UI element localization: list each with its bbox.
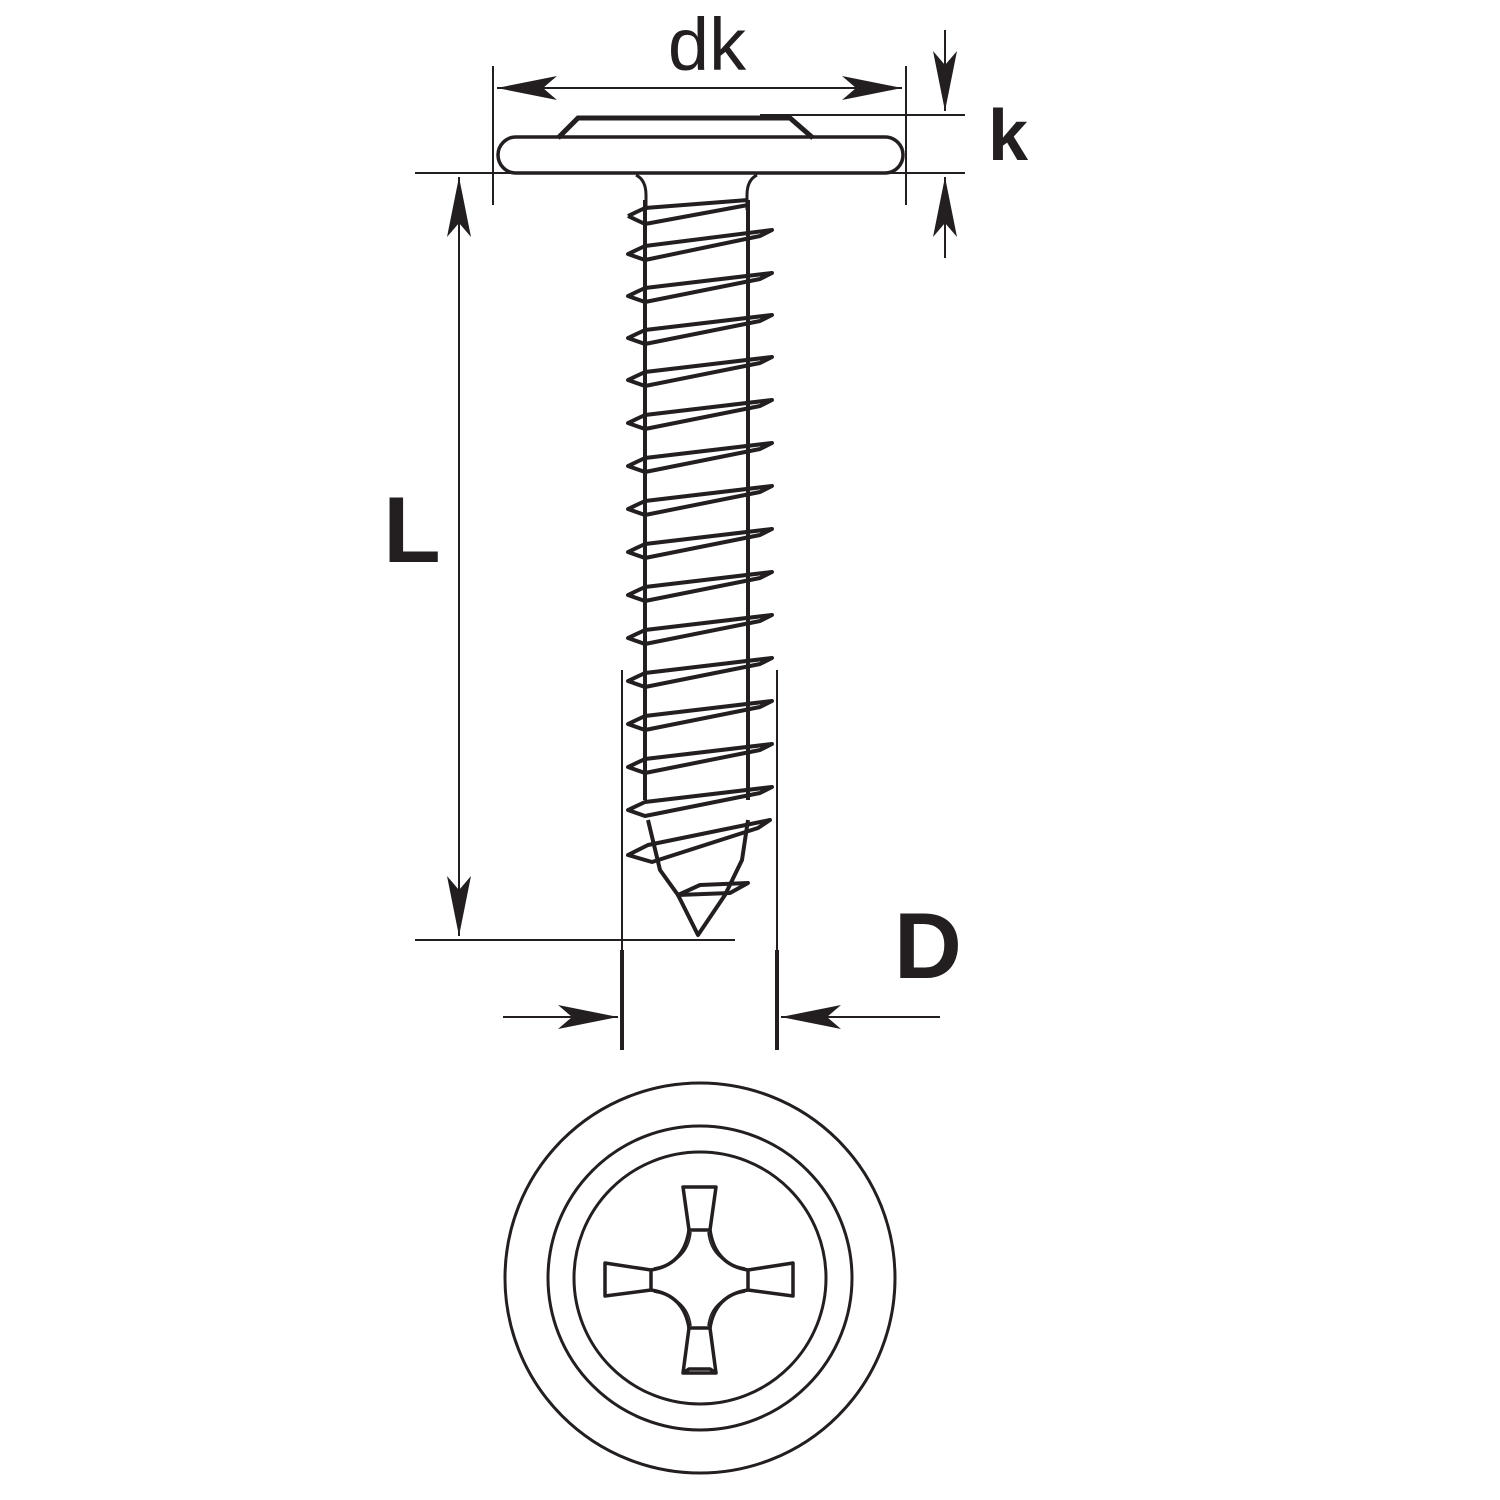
d-dimension [503, 670, 940, 1050]
d-label: D [894, 893, 962, 998]
screw-shank [626, 198, 774, 937]
phillips-cross-icon [603, 1185, 795, 1375]
l-label: L [383, 477, 440, 582]
screw-head-side [496, 115, 905, 210]
dk-label: dk [668, 3, 747, 86]
k-label: k [988, 96, 1029, 176]
dk-dimension [492, 66, 907, 205]
screw-head-top-view [503, 1081, 897, 1475]
l-dimension [415, 177, 735, 941]
inner-ring [572, 1150, 828, 1406]
outer-ring [503, 1081, 897, 1475]
middle-ring [546, 1124, 854, 1432]
